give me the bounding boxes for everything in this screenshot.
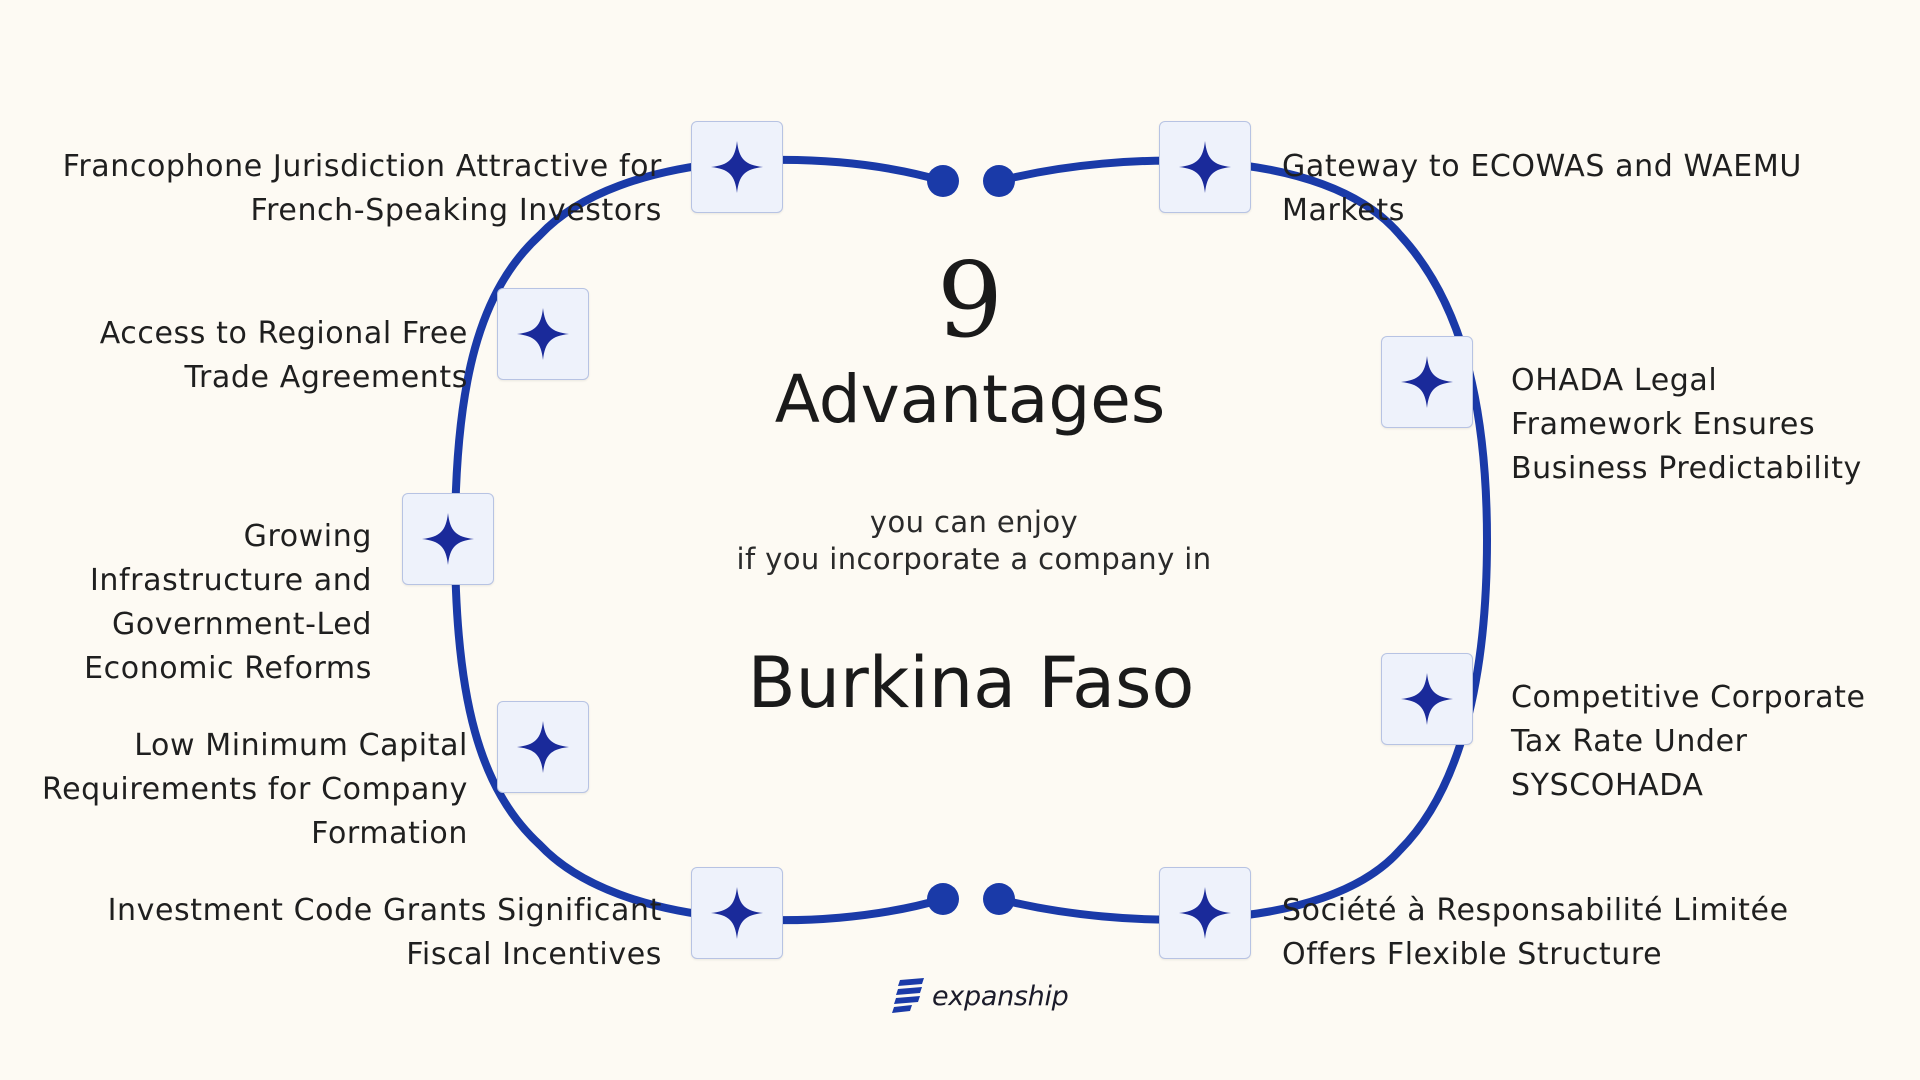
- advantage-label-4-line-3: Formation: [311, 816, 468, 851]
- ring-gap-dot-bottom-right: [983, 883, 1015, 915]
- center-subtitle-line2: if you incorporate a company in: [736, 542, 1212, 576]
- ring-lower-left-arc: [451, 536, 947, 925]
- advantage-node-5: [691, 867, 783, 959]
- advantage-label-6-line-2: Markets: [1282, 193, 1405, 228]
- four-point-star-icon: [422, 513, 474, 565]
- ring-gap-dot-top-left: [927, 165, 959, 197]
- advantage-label-3-line-3: Government-Led: [111, 607, 372, 642]
- advantage-label-3-line-2: Infrastructure and: [89, 563, 372, 598]
- advantage-label-7-line-1: OHADA Legal: [1511, 363, 1718, 398]
- advantage-label-5-line-2: Fiscal Incentives: [406, 937, 662, 972]
- ring-upper-right-arc: [995, 156, 1491, 544]
- ring-gap-dot-bottom-left: [927, 883, 959, 915]
- advantage-label-3: Growing Infrastructure and Government-Le…: [84, 515, 372, 691]
- advantage-label-2-line-2: Trade Agreements: [184, 360, 468, 395]
- advantage-label-1: Francophone Jurisdiction Attractive for …: [63, 145, 662, 233]
- country-name: Burkina Faso: [747, 642, 1195, 724]
- advantage-label-4-line-1: Low Minimum Capital: [134, 728, 468, 763]
- advantage-node-2: [497, 288, 589, 380]
- advantage-label-5: Investment Code Grants Significant Fisca…: [108, 889, 662, 977]
- advantages-count: 9: [936, 239, 1004, 361]
- advantage-label-2: Access to Regional Free Trade Agreements: [100, 312, 468, 400]
- advantage-node-4: [497, 701, 589, 793]
- four-point-star-icon: [1401, 356, 1453, 408]
- advantage-label-8-line-2: Tax Rate Under: [1511, 724, 1748, 759]
- advantage-label-8: Competitive Corporate Tax Rate Under SYS…: [1511, 676, 1866, 808]
- advantage-node-6: [1159, 121, 1251, 213]
- four-point-star-icon: [711, 141, 763, 193]
- advantage-label-5-line-1: Investment Code Grants Significant: [107, 893, 662, 928]
- brand-name: expanship: [932, 980, 1069, 1012]
- advantage-label-7-line-3: Business Predictability: [1511, 451, 1862, 486]
- four-point-star-icon: [517, 721, 569, 773]
- advantage-label-7-line-2: Framework Ensures: [1511, 407, 1816, 442]
- advantage-label-9-line-2: Offers Flexible Structure: [1282, 937, 1663, 972]
- four-point-star-icon: [1179, 887, 1231, 939]
- advantage-label-7: OHADA Legal Framework Ensures Business P…: [1511, 359, 1862, 491]
- advantage-node-1: [691, 121, 783, 213]
- advantage-label-2-line-1: Access to Regional Free: [99, 316, 468, 351]
- advantage-node-9: [1159, 867, 1251, 959]
- four-point-star-icon: [1179, 141, 1231, 193]
- ring-gap-dot-top-right: [983, 165, 1015, 197]
- four-point-star-icon: [1401, 673, 1453, 725]
- advantage-node-8: [1381, 653, 1473, 745]
- advantage-node-3: [402, 493, 494, 585]
- brand-logo: expanship: [892, 974, 1069, 1018]
- four-point-star-icon: [517, 308, 569, 360]
- advantage-label-3-line-1: Growing: [243, 519, 372, 554]
- advantage-label-8-line-3: SYSCOHADA: [1511, 768, 1704, 803]
- advantage-label-9: Société à Responsabilité Limitée Offers …: [1282, 889, 1789, 977]
- advantage-node-7: [1381, 336, 1473, 428]
- center-title: Advantages: [774, 361, 1166, 438]
- advantage-label-8-line-1: Competitive Corporate: [1511, 680, 1866, 715]
- ring-upper-left-arc: [451, 155, 947, 544]
- four-point-star-icon: [711, 887, 763, 939]
- advantage-label-9-line-1: Société à Responsabilité Limitée: [1282, 893, 1789, 928]
- advantage-label-6-line-1: Gateway to ECOWAS and WAEMU: [1282, 149, 1802, 184]
- advantage-label-6: Gateway to ECOWAS and WAEMU Markets: [1282, 145, 1802, 233]
- center-subtitle-line1: you can enjoy: [869, 505, 1079, 539]
- expanship-logo-icon: [892, 978, 924, 1013]
- advantage-label-4: Low Minimum Capital Requirements for Com…: [42, 724, 468, 856]
- advantage-label-3-line-4: Economic Reforms: [84, 651, 372, 686]
- advantage-label-1-line-1: Francophone Jurisdiction Attractive for: [62, 149, 662, 184]
- ring-lower-right-arc: [995, 536, 1491, 924]
- advantage-label-1-line-2: French-Speaking Investors: [250, 193, 662, 228]
- advantage-label-4-line-2: Requirements for Company: [41, 772, 468, 807]
